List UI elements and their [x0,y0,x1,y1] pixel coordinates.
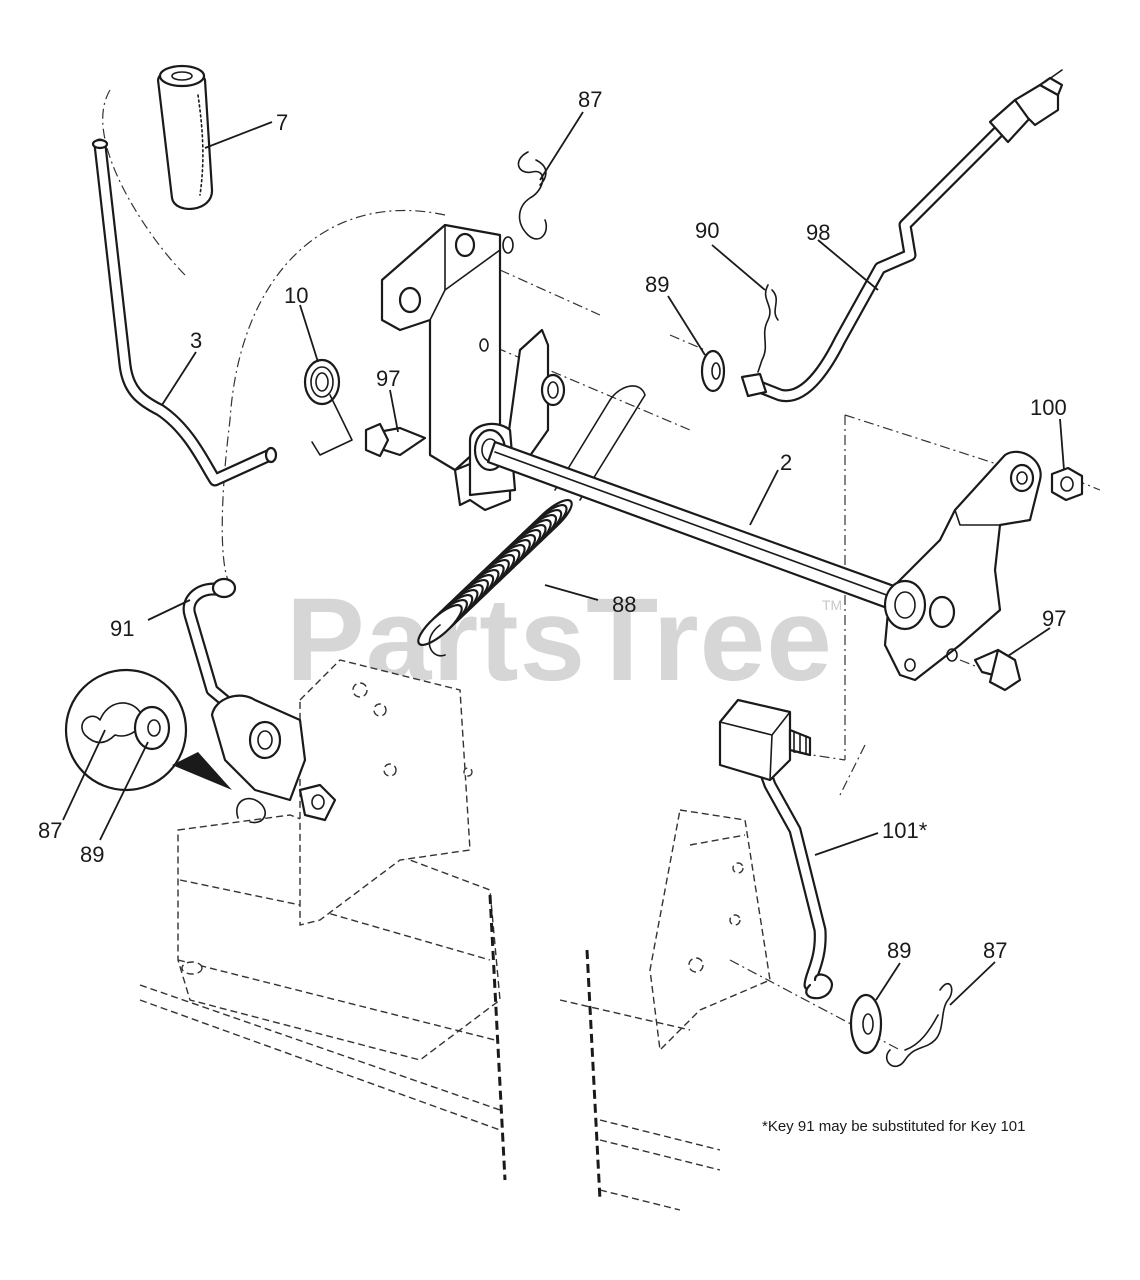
callout-88: 88 [612,592,636,617]
callout-89-inset: 89 [80,842,104,867]
callout-87-inset: 87 [38,818,62,843]
callout-100: 100 [1030,395,1067,420]
callout-7: 7 [276,110,288,135]
right-lift-arm [883,450,1042,682]
handle-grip-part-7 [156,64,214,210]
callouts: 7 87 90 98 89 10 3 97 100 2 88 91 97 87 … [38,87,1067,963]
callout-97-left: 97 [376,366,400,391]
spring-coils [417,499,573,646]
callout-10: 10 [284,283,308,308]
callout-2: 2 [780,450,792,475]
callout-87-bottom: 87 [983,938,1007,963]
hairpin-cotter-part-87-top [517,151,547,240]
lift-lever-rod-part-3 [91,138,278,487]
left-lift-bracket-hardware [210,694,337,824]
lift-link-part-101 [718,698,834,1000]
shoulder-bolt-part-97-right [973,648,1022,692]
callout-97-right: 97 [1042,606,1066,631]
inset-detail [64,668,232,792]
callout-91: 91 [110,616,134,641]
callout-101: 101* [882,818,928,843]
callout-89-top: 89 [645,272,669,297]
adjustment-link-rod-part-98 [740,69,1064,403]
callout-90: 90 [695,218,719,243]
callout-98: 98 [806,220,830,245]
shoulder-bolt-part-97-left [364,422,427,458]
watermark-trademark: TM [822,597,842,613]
flat-washer-part-89-bottom [849,993,883,1055]
mower-deck-outline [139,659,771,1211]
hairpin-cotter-part-87-bottom [885,983,953,1067]
footnote: *Key 91 may be substituted for Key 101 [762,1118,1026,1135]
flat-washer-part-89-top [700,349,726,393]
leader-lines [62,111,1065,1006]
hairpin-clip-part-90 [757,284,779,373]
callout-3: 3 [190,328,202,353]
lift-link-part-91 [182,577,249,722]
callout-89-bottom: 89 [887,938,911,963]
callout-87-top: 87 [578,87,602,112]
extension-spring-part-88 [417,385,646,657]
hex-nut-part-100 [1050,466,1084,502]
torsion-spring-part-10 [303,358,353,456]
